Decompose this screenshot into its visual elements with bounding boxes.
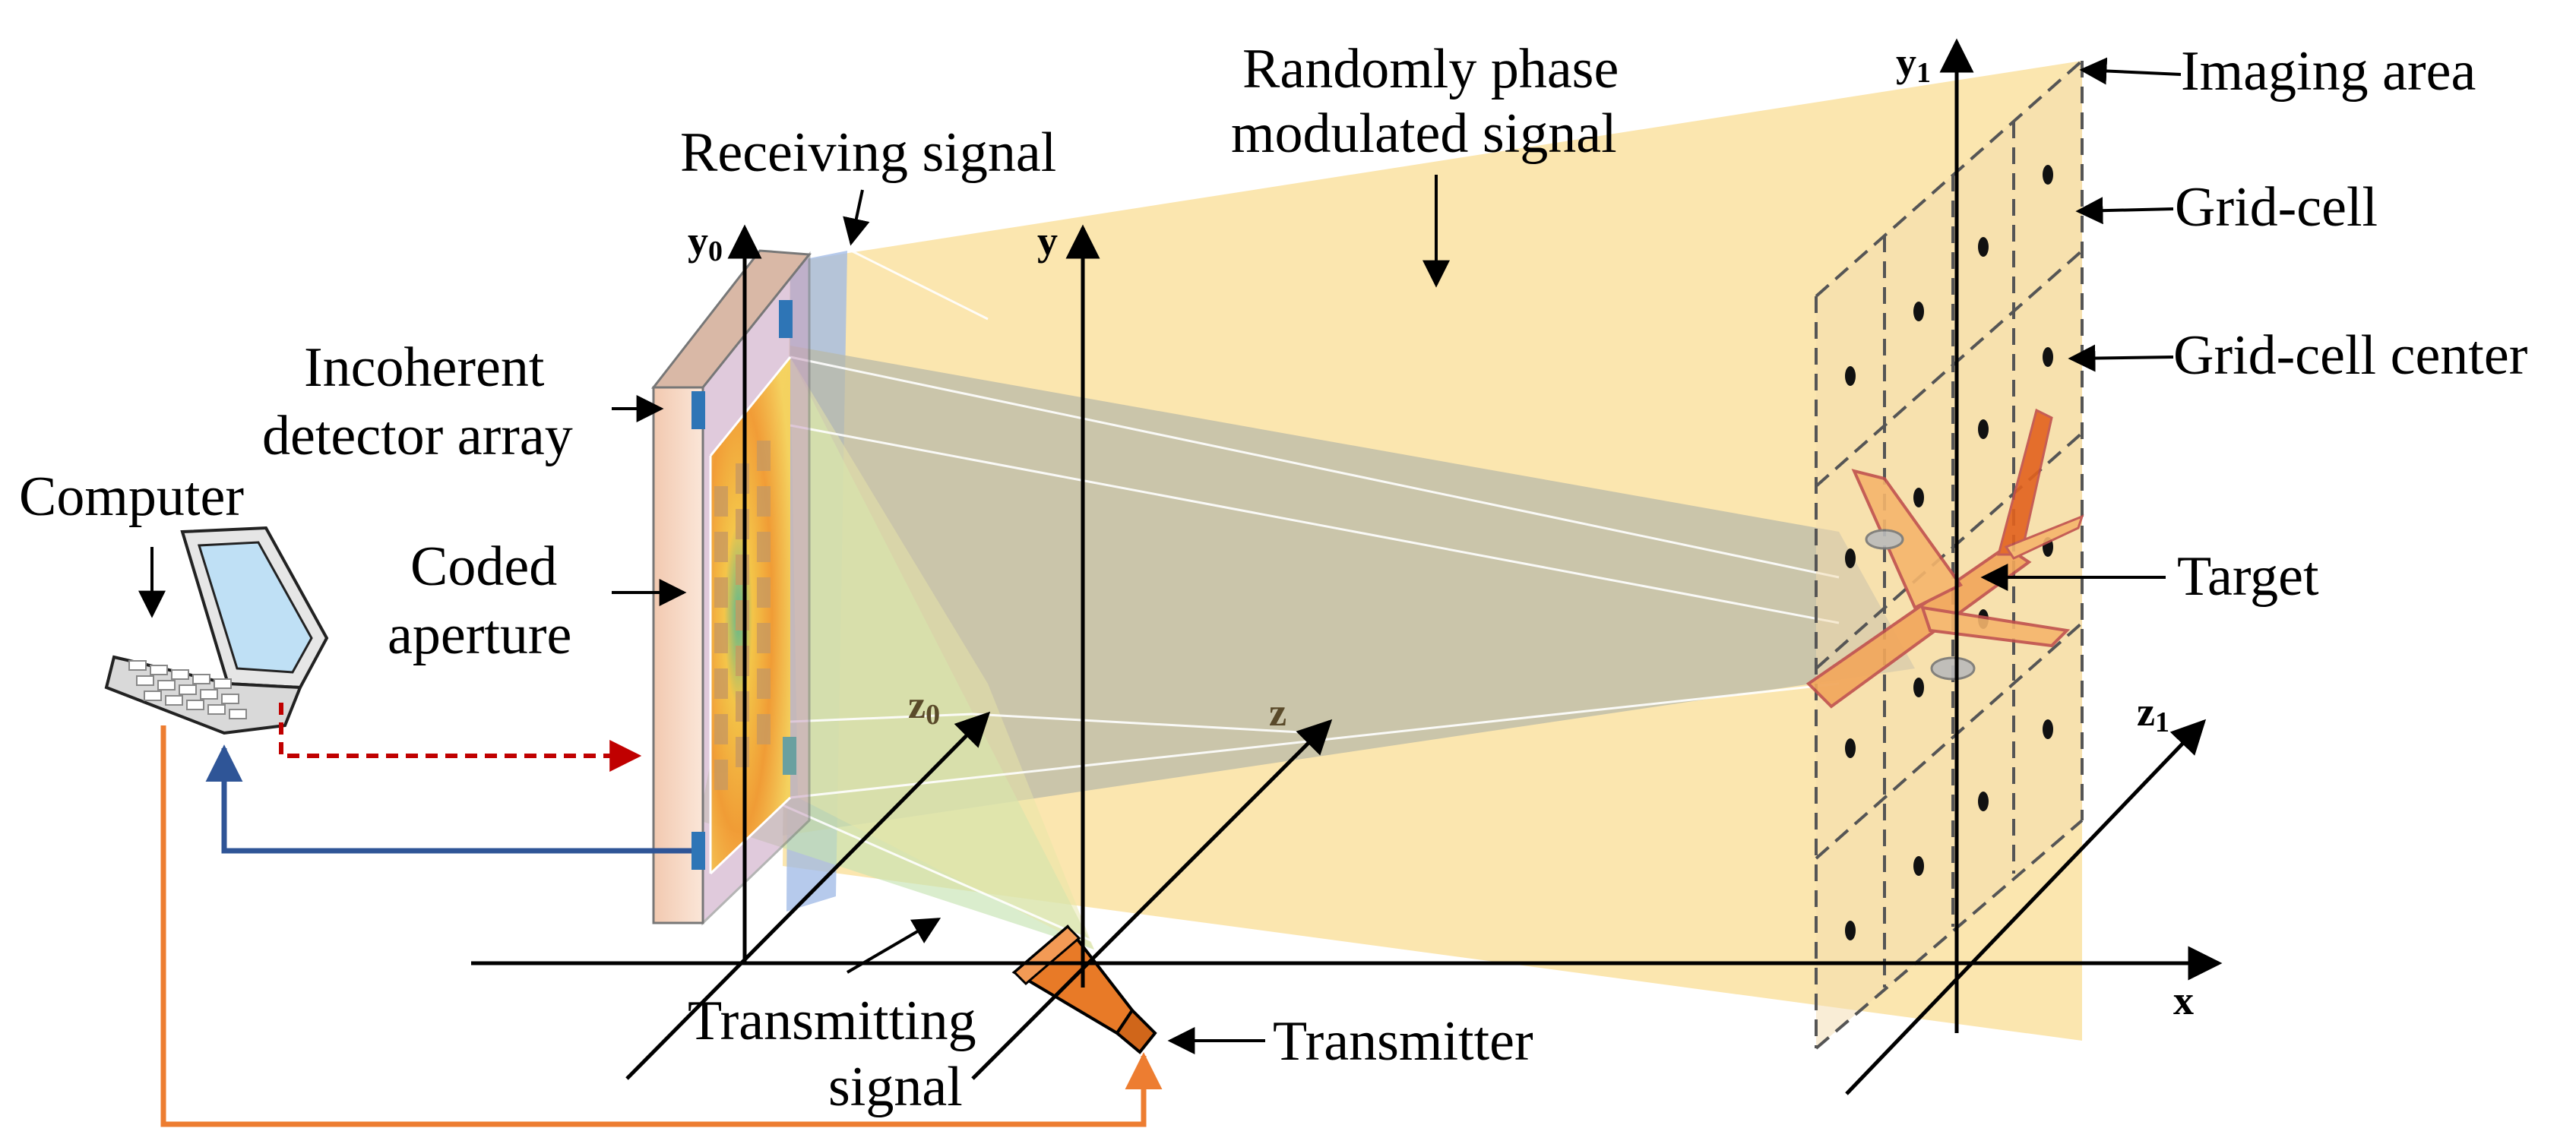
- control-signal-path: [279, 703, 642, 772]
- transmitting-beam-core: [790, 357, 1094, 950]
- detector-element: [779, 300, 793, 338]
- receiving-signal-label: Receiving signal: [680, 122, 1056, 184]
- axis-label-x: x: [2173, 978, 2194, 1023]
- grid-cell-label: Grid-cell: [2175, 176, 2378, 239]
- detector-readout-path: [205, 744, 691, 854]
- incoherent-label: Incoherent: [304, 337, 545, 399]
- detector-element: [691, 391, 705, 429]
- axis-label-z1: z1: [2137, 689, 2169, 738]
- detector-element: [691, 832, 705, 870]
- coordinate-axes: [471, 38, 2223, 1095]
- modulated-signal-label: modulated signal: [1231, 103, 1617, 165]
- axis-label-z: z: [1269, 691, 1286, 735]
- detector-element: [783, 737, 796, 775]
- computer-label: Computer: [19, 466, 244, 528]
- transmitting-label: Transmitting: [688, 990, 976, 1052]
- transmitter-label: Transmitter: [1273, 1010, 1533, 1073]
- beam-rays: [782, 249, 1840, 943]
- signal-label: signal: [828, 1056, 963, 1118]
- axis-label-y1: y1: [1896, 40, 1931, 89]
- axis-label-z0: z0: [908, 684, 940, 731]
- target-label: Target: [2177, 545, 2319, 608]
- aperture-label: aperture: [388, 604, 571, 666]
- axis-label-y0: y0: [688, 218, 723, 267]
- computer-laptop-icon: [104, 526, 329, 735]
- randomly-phase-label: Randomly phase: [1242, 38, 1619, 100]
- imaging-area-label: Imaging area: [2181, 40, 2476, 103]
- return-beam: [783, 346, 1915, 836]
- detector-array-label: detector array: [262, 405, 573, 467]
- pointer-arrows: [138, 57, 2182, 1054]
- transmitter-trigger-path: [160, 725, 1163, 1127]
- axis-label-y: y: [1037, 218, 1058, 264]
- coded-label: Coded: [410, 536, 557, 598]
- airplane-target: [1805, 408, 2084, 709]
- coded-aperture-panel: [650, 249, 812, 926]
- grid-cell-center-label: Grid-cell center: [2173, 324, 2527, 387]
